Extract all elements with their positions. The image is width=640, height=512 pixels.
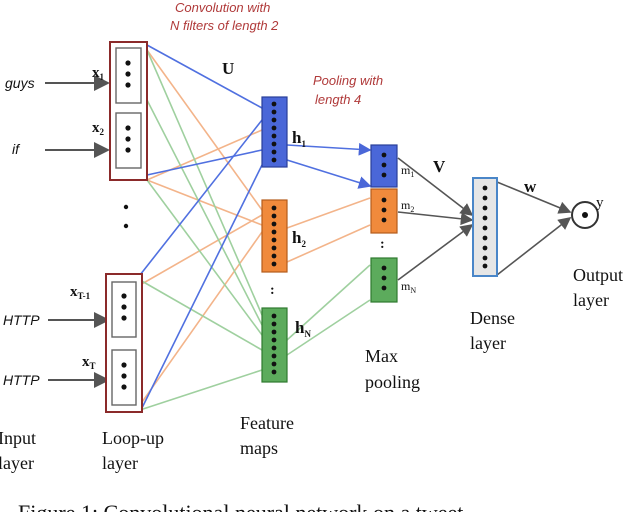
label-maxpool-2: pooling	[365, 372, 420, 392]
symbol-mN: mN	[401, 279, 416, 295]
conv-connections	[139, 44, 263, 413]
word-2: if	[12, 141, 21, 157]
dense-connections	[397, 157, 474, 281]
symbol-m2: m2	[401, 198, 414, 214]
annotation-pool-1: Pooling with	[313, 73, 383, 88]
feature-map-1	[261, 96, 288, 168]
label-dense-1: Dense	[470, 308, 515, 328]
symbol-V: V	[433, 157, 446, 176]
label-maxpool-1: Max	[365, 346, 398, 366]
label-input-2: layer	[0, 453, 34, 473]
label-output-2: layer	[573, 290, 609, 310]
symbol-w: w	[524, 177, 537, 196]
figure-caption: Figure 1: Convolutional neural network o…	[18, 500, 469, 512]
feature-ellipsis: :	[270, 283, 275, 298]
label-feature-1: Feature	[240, 413, 294, 433]
label-output-1: Output	[573, 265, 623, 285]
word-1: guys	[5, 75, 35, 91]
annotation-conv-2: N filters of length 2	[170, 18, 279, 33]
symbol-h1: h1	[292, 128, 306, 149]
dense-layer-box	[472, 177, 498, 277]
lookup-group-bottom	[105, 273, 143, 413]
label-lookup-1: Loop-up	[102, 428, 164, 448]
feature-map-N	[261, 307, 288, 383]
pool-box-N	[370, 257, 398, 303]
label-feature-2: maps	[240, 438, 278, 458]
pool-ellipsis: :	[380, 237, 385, 252]
pool-box-2	[370, 188, 398, 234]
symbol-U: U	[222, 59, 234, 78]
feature-map-2	[261, 199, 288, 273]
symbol-m1: m1	[401, 163, 414, 179]
symbol-h2: h2	[292, 228, 306, 249]
symbol-y: y	[596, 195, 604, 211]
symbol-x2: x2	[92, 120, 105, 137]
lookup-group-top	[109, 41, 148, 181]
output-connections	[496, 181, 572, 276]
symbol-hN: hN	[295, 318, 311, 339]
output-neuron	[571, 201, 599, 229]
label-lookup-2: layer	[102, 453, 138, 473]
annotation-pool-2: length 4	[315, 92, 361, 107]
symbol-x1: x1	[92, 65, 105, 82]
symbol-xT1: xT-1	[70, 284, 91, 301]
pool-box-1	[370, 144, 398, 188]
label-input-1: Input	[0, 428, 36, 448]
label-dense-2: layer	[470, 333, 506, 353]
lookup-ellipsis	[123, 204, 129, 229]
word-4: HTTP	[3, 372, 40, 388]
pool-connections	[286, 142, 372, 356]
input-arrows	[45, 75, 110, 388]
annotation-conv-1: Convolution with	[175, 0, 270, 15]
symbol-xT: xT	[82, 354, 96, 371]
word-3: HTTP	[3, 312, 40, 328]
